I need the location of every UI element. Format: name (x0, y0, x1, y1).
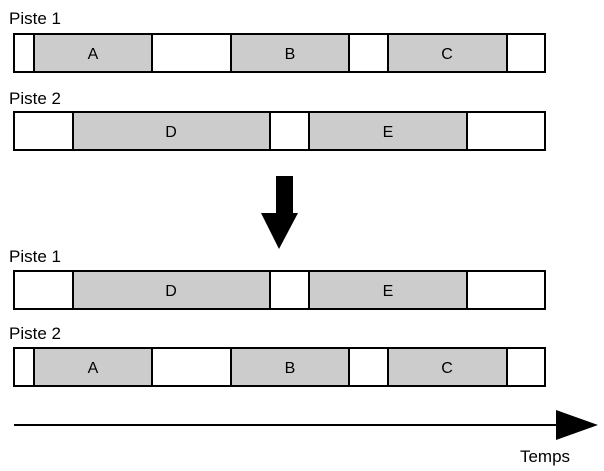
clip-a-block (33, 347, 153, 387)
clip-a: A (33, 33, 153, 73)
clip-d-block (72, 111, 271, 151)
before-track-2: Piste 2 D E (9, 89, 546, 151)
clip-a: A (33, 347, 153, 387)
after-track-1: Piste 1 D E (9, 247, 546, 310)
before-track-1-label: Piste 1 (9, 9, 61, 28)
clip-b-block (230, 33, 350, 73)
clip-c-label: C (441, 46, 453, 63)
clip-b: B (230, 347, 350, 387)
clip-a-label: A (88, 46, 99, 63)
after-track-2-label: Piste 2 (9, 324, 61, 343)
clip-e: E (308, 270, 468, 310)
clip-b: B (230, 33, 350, 73)
arrow-down-icon (261, 176, 298, 249)
clip-c: C (387, 33, 508, 73)
clip-d-label: D (165, 124, 177, 141)
clip-b-label: B (285, 46, 296, 63)
clip-a-label: A (88, 360, 99, 377)
time-axis: Temps (14, 410, 598, 466)
clip-e-block (308, 270, 468, 310)
arrow-right-icon (556, 410, 598, 440)
clip-e-label: E (383, 124, 394, 141)
clip-c-block (387, 33, 508, 73)
clip-e-label: E (383, 283, 394, 300)
clip-c-block (387, 347, 508, 387)
clip-b-block (230, 347, 350, 387)
clip-d-block (72, 270, 271, 310)
clip-e-block (308, 111, 468, 151)
clip-d: D (72, 111, 271, 151)
after-track-2: Piste 2 A B C (9, 324, 546, 387)
before-track-2-label: Piste 2 (9, 89, 61, 108)
clip-b-label: B (285, 360, 296, 377)
clip-e: E (308, 111, 468, 151)
clip-d-label: D (165, 283, 177, 300)
time-axis-label: Temps (520, 447, 570, 466)
before-track-1: Piste 1 A B C (9, 9, 546, 73)
clip-c: C (387, 347, 508, 387)
clip-c-label: C (441, 360, 453, 377)
after-track-1-label: Piste 1 (9, 247, 61, 266)
clip-a-block (33, 33, 153, 73)
clip-d: D (72, 270, 271, 310)
